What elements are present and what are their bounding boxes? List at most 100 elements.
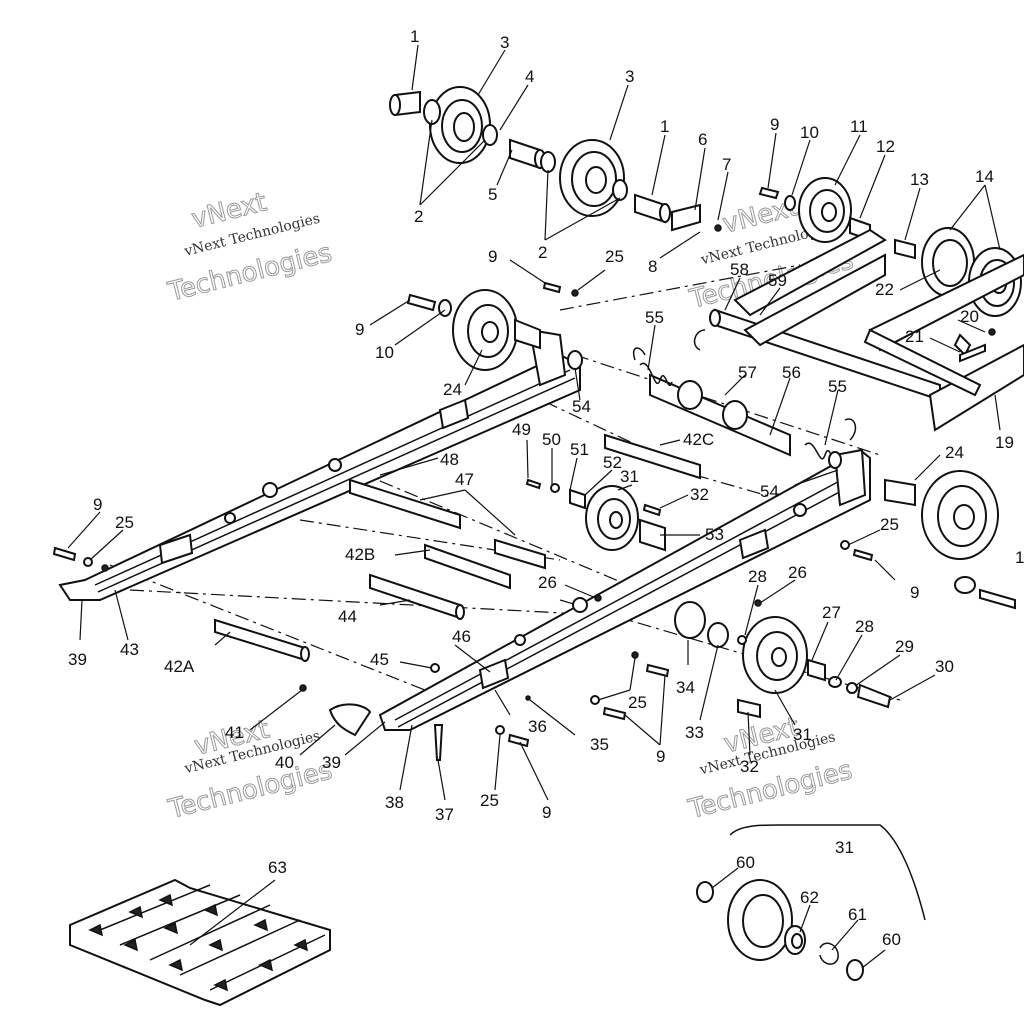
- callout-31: 31: [793, 725, 812, 744]
- callout-19: 19: [995, 433, 1014, 452]
- callout-13: 13: [910, 170, 929, 189]
- callout-57: 57: [738, 363, 757, 382]
- callout-25: 25: [628, 693, 647, 712]
- callout-10: 10: [800, 123, 819, 142]
- top-axle-assembly: [389, 86, 722, 232]
- callout-11: 11: [850, 117, 868, 136]
- callout-30: 30: [935, 657, 954, 676]
- callout-12: 12: [876, 137, 895, 156]
- callout-24: 24: [443, 380, 462, 399]
- callout-7: 7: [722, 155, 731, 174]
- callout-20: 20: [960, 307, 979, 326]
- callout-labels: 1 3 4 3 2 5 1 6 7 9 10 11 12 13 14 2 8 9…: [68, 27, 1024, 949]
- callout-48: 48: [440, 450, 459, 469]
- callout-25: 25: [880, 515, 899, 534]
- callout-36: 36: [528, 717, 547, 736]
- callout-50: 50: [542, 430, 561, 449]
- callout-55: 55: [828, 377, 847, 396]
- callout-5: 5: [488, 185, 497, 204]
- callout-9: 9: [770, 115, 779, 134]
- lower-rail: [378, 448, 871, 731]
- callout-21: 21: [905, 327, 924, 346]
- callout-37: 37: [435, 805, 454, 824]
- callout-24: 24: [945, 443, 964, 462]
- callout-26: 26: [538, 573, 557, 592]
- callout-40: 40: [275, 753, 294, 772]
- callout-47: 47: [455, 470, 474, 489]
- callout-3: 3: [500, 33, 509, 52]
- callout-42B: 42B: [345, 545, 375, 564]
- rear-frame: [709, 228, 1024, 432]
- callout-55: 55: [645, 308, 664, 327]
- callout-25: 25: [605, 247, 624, 266]
- callout-9: 9: [355, 320, 364, 339]
- callout-27: 27: [822, 603, 841, 622]
- callout-28: 28: [748, 567, 767, 586]
- callout-44: 44: [338, 607, 357, 626]
- callout-54: 54: [572, 397, 591, 416]
- callout-56: 56: [782, 363, 801, 382]
- callout-52: 52: [603, 453, 622, 472]
- callout-41: 41: [225, 723, 244, 742]
- callout-35: 35: [590, 735, 609, 754]
- callout-42A: 42A: [164, 657, 195, 676]
- callout-1: 1: [1015, 548, 1024, 567]
- spring-shock: [567, 329, 857, 469]
- watermark-bottom-right: vNext vNext Technologies Technologies: [684, 711, 855, 825]
- mid-idler-wheels: [452, 289, 1016, 719]
- callout-6: 6: [698, 130, 707, 149]
- callout-9: 9: [93, 495, 102, 514]
- callout-9: 9: [542, 803, 551, 822]
- callout-9: 9: [488, 247, 497, 266]
- watermark-bottom-left: vNext vNext Technologies Technologies: [164, 714, 335, 826]
- callout-53: 53: [705, 525, 724, 544]
- callout-34: 34: [676, 678, 695, 697]
- callout-46: 46: [452, 627, 471, 646]
- callout-10: 10: [375, 343, 394, 362]
- callout-25: 25: [115, 513, 134, 532]
- callout-62: 62: [800, 888, 819, 907]
- callout-61: 61: [848, 905, 867, 924]
- leader-lines: [67, 44, 1001, 969]
- callout-45: 45: [370, 650, 389, 669]
- callout-32: 32: [690, 485, 709, 504]
- callout-43: 43: [120, 640, 139, 659]
- callout-32: 32: [740, 757, 759, 776]
- callout-4: 4: [525, 67, 534, 86]
- callout-49: 49: [512, 420, 531, 439]
- callout-38: 38: [385, 793, 404, 812]
- callout-63: 63: [268, 858, 287, 877]
- upper-rail: [58, 328, 581, 601]
- callout-42C: 42C: [683, 430, 714, 449]
- callout-29: 29: [895, 637, 914, 656]
- callout-8: 8: [648, 257, 657, 276]
- callout-2: 2: [538, 243, 547, 262]
- callout-60: 60: [736, 853, 755, 872]
- callout-60: 60: [882, 930, 901, 949]
- callout-14: 14: [975, 167, 994, 186]
- callout-25: 25: [480, 791, 499, 810]
- shafts: [214, 433, 701, 662]
- callout-28: 28: [855, 617, 874, 636]
- callout-22: 22: [875, 280, 894, 299]
- roller-assembly-detail: [696, 824, 926, 981]
- callout-33: 33: [685, 723, 704, 742]
- callout-51: 51: [570, 440, 589, 459]
- watermark-top-left: vNext vNext Technologies Technologies: [164, 187, 335, 308]
- callout-3: 3: [625, 67, 634, 86]
- callout-31: 31: [835, 838, 854, 857]
- callout-1: 1: [410, 27, 419, 46]
- callout-59: 59: [768, 271, 787, 290]
- track-section: [69, 878, 331, 1007]
- callout-39: 39: [68, 650, 87, 669]
- callout-58: 58: [730, 260, 749, 279]
- callout-1: 1: [660, 117, 669, 136]
- callout-39: 39: [322, 753, 341, 772]
- callout-9: 9: [656, 747, 665, 766]
- callout-2: 2: [414, 207, 423, 226]
- callout-54: 54: [760, 482, 779, 501]
- callout-26: 26: [788, 563, 807, 582]
- callout-31: 31: [620, 467, 639, 486]
- hardware: [52, 281, 996, 761]
